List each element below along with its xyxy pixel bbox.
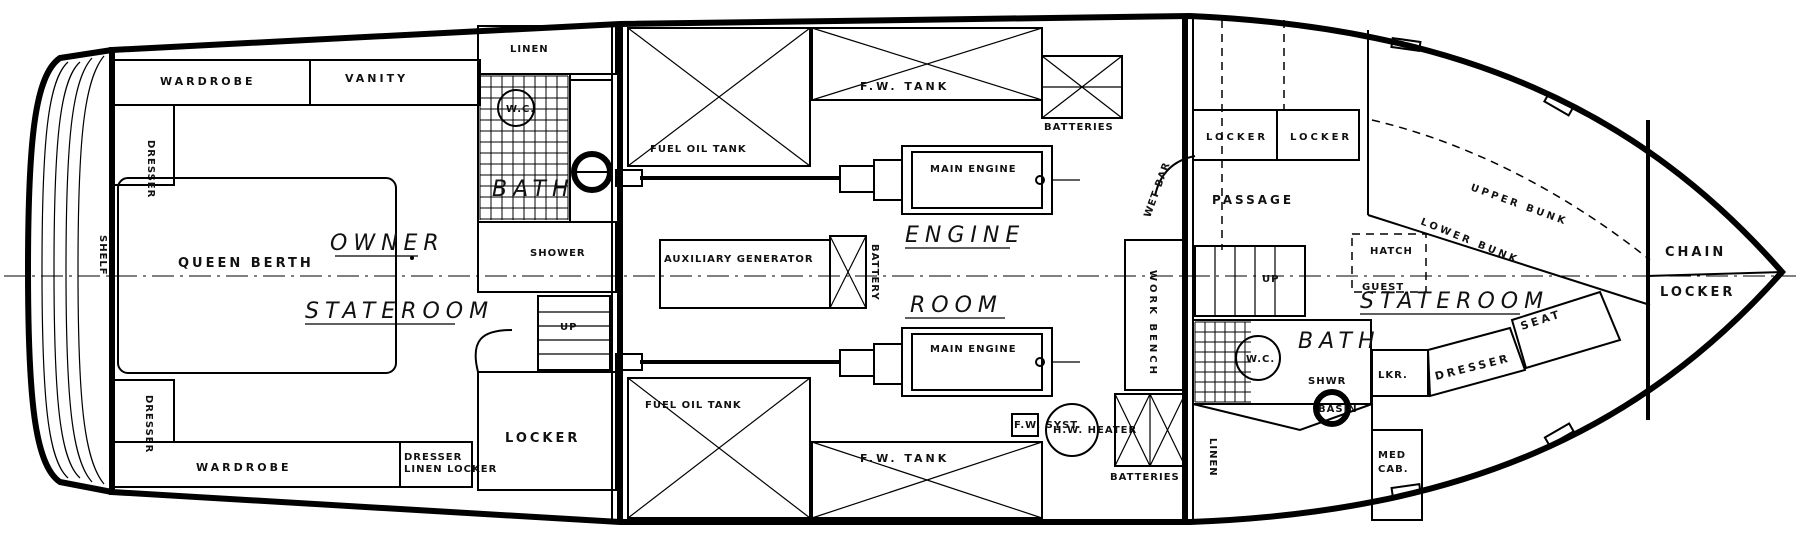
- chain-label: CHAIN: [1665, 245, 1726, 260]
- linen-locker-label: LINEN LOCKER: [404, 464, 497, 475]
- forward-bath-label: BATH: [1298, 329, 1381, 354]
- svg-text:F.W. TANK: F.W. TANK: [860, 452, 949, 465]
- svg-text:BATTERY: BATTERY: [869, 244, 880, 301]
- svg-text:MAIN ENGINE: MAIN ENGINE: [930, 344, 1017, 355]
- svg-text:UP: UP: [560, 322, 577, 333]
- aft-basin: [571, 151, 613, 193]
- svg-text:BASIN: BASIN: [1318, 404, 1358, 415]
- svg-text:F.W. TANK: F.W. TANK: [860, 80, 949, 93]
- owner-label: OWNER: [330, 231, 445, 256]
- aft-bath-label: BATH: [492, 177, 575, 202]
- queen-berth-label: QUEEN BERTH: [178, 256, 314, 271]
- svg-text:MAIN ENGINE: MAIN ENGINE: [930, 164, 1017, 175]
- aft-wc: [497, 89, 535, 127]
- shower-label: SHOWER: [530, 248, 586, 259]
- owner-stateroom: WARDROBE VANITY DRESSER QUEEN BERTH SHEL…: [97, 59, 497, 488]
- locker-b-label: LOCKER: [1290, 132, 1352, 143]
- svg-text:CAB.: CAB.: [1378, 464, 1409, 475]
- svg-text:DRESSER: DRESSER: [1434, 352, 1512, 383]
- svg-text:AUXILIARY GENERATOR: AUXILIARY GENERATOR: [664, 254, 814, 265]
- fuel-oil-tank-bottom: [627, 377, 811, 519]
- svg-text:W.C.: W.C.: [506, 104, 535, 115]
- wardrobe-bottom-label: WARDROBE: [196, 461, 291, 474]
- main-engine-bottom: MAIN ENGINE: [615, 327, 1080, 397]
- queen-berth: [117, 177, 397, 374]
- svg-text:SHWR: SHWR: [1308, 376, 1346, 387]
- svg-text:MED: MED: [1378, 450, 1406, 461]
- engine-label: ENGINE: [905, 223, 1025, 248]
- main-engine-top: MAIN ENGINE: [615, 145, 1080, 215]
- stern-transom: [24, 47, 113, 495]
- wardrobe-top-label: WARDROBE: [160, 75, 255, 88]
- svg-text:LINEN: LINEN: [1207, 438, 1218, 477]
- forward-stairs: [1194, 245, 1306, 317]
- svg-text:H.W. HEATER: H.W. HEATER: [1053, 425, 1137, 436]
- svg-text:FUEL OIL TANK: FUEL OIL TANK: [645, 400, 742, 411]
- aft-stairs: [537, 295, 611, 371]
- stateroom-aft-label: STATEROOM: [305, 299, 494, 324]
- chain-locker-label: LOCKER: [1660, 285, 1735, 300]
- shelf-label: SHELF: [97, 235, 108, 276]
- svg-text:FUEL OIL TANK: FUEL OIL TANK: [650, 144, 747, 155]
- lower-bunk-label: LOWER BUNK: [1419, 217, 1521, 267]
- aux-battery: [829, 235, 867, 309]
- room-label: ROOM: [910, 293, 1003, 318]
- svg-text:GUEST: GUEST: [1362, 282, 1404, 293]
- svg-text:BATTERIES: BATTERIES: [1110, 472, 1180, 483]
- svg-text:W.C.: W.C.: [1246, 354, 1275, 365]
- svg-text:BATTERIES: BATTERIES: [1044, 122, 1114, 133]
- fw-system: [1011, 413, 1039, 437]
- svg-text:HATCH: HATCH: [1370, 246, 1413, 257]
- hw-heater: [1045, 403, 1099, 457]
- dresser-lower-label: DRESSER: [143, 395, 154, 453]
- svg-text:LKR.: LKR.: [1378, 370, 1408, 381]
- fuel-oil-tank-top: [627, 27, 811, 167]
- dresser-label: DRESSER: [145, 140, 156, 198]
- vanity-label: VANITY: [345, 72, 408, 85]
- forward-wc: [1235, 335, 1281, 381]
- aux-generator: [659, 239, 831, 309]
- forward-section: LOCKER LOCKER PASSAGE WET BAR UPPER BUNK…: [1142, 20, 1783, 521]
- fw-tank-bottom: [811, 441, 1043, 519]
- engine-room: FUEL OIL TANK F.W. TANK BATTERIES MAIN E…: [615, 27, 1186, 519]
- svg-text:WET BAR: WET BAR: [1142, 161, 1172, 219]
- passage-label: PASSAGE: [1212, 193, 1294, 207]
- svg-text:UP: UP: [1262, 274, 1279, 285]
- dresser-fine-label: DRESSER: [404, 452, 462, 463]
- svg-text:WORK BENCH: WORK BENCH: [1147, 270, 1158, 377]
- aft-locker-label: LOCKER: [505, 431, 580, 446]
- upper-bunk-label: UPPER BUNK: [1469, 182, 1569, 227]
- aft-bath: LINEN W.C. BATH SHOWER UP LOCKER: [474, 25, 617, 491]
- locker-a-label: LOCKER: [1206, 132, 1268, 143]
- forward-basin: [1313, 389, 1351, 427]
- work-bench: [1124, 239, 1186, 391]
- guest-stateroom-label: STATEROOM: [1360, 289, 1549, 314]
- linen-label: LINEN: [510, 44, 549, 55]
- hatch: [1351, 233, 1427, 293]
